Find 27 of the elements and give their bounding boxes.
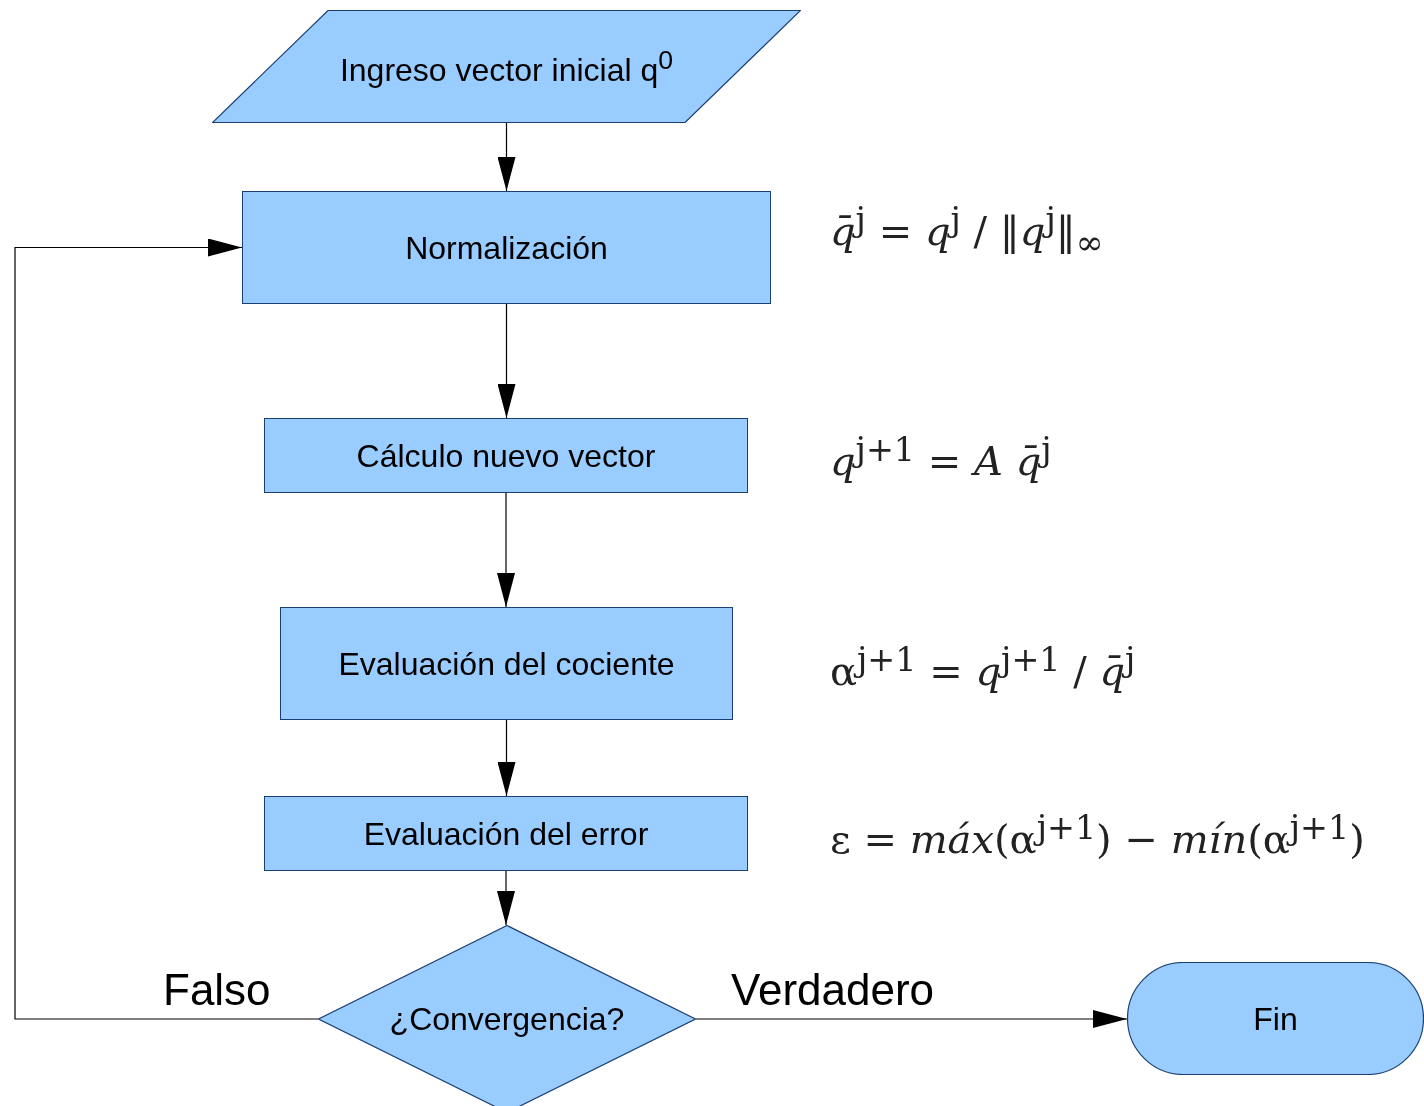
edge-label: Verdadero (730, 966, 936, 1015)
arrow (497, 870, 515, 926)
arrow (695, 1010, 1128, 1028)
decision-text: ¿Convergencia? (389, 1000, 625, 1039)
node-text: Normalización (405, 228, 608, 268)
input-parallelogram (212, 10, 801, 123)
node-text: Evaluación del cociente (338, 644, 675, 684)
formula: q$^{j+1}$ = A q̄$^{j}$ (830, 430, 1052, 485)
arrow (497, 719, 516, 797)
process-box (280, 607, 733, 720)
arrow (497, 303, 516, 419)
node-text: Evaluación del error (363, 814, 649, 854)
formula: ε = máx(α$^{j+1}$) − mín(α$^{j+1}$) (830, 808, 1365, 863)
terminator-shape (1127, 962, 1424, 1075)
process-box (264, 418, 748, 493)
node-text: Cálculo nuevo vector (356, 436, 656, 476)
formula: α$^{j+1}$ = q$^{j+1}$ / q̄$^{j}$ (830, 640, 1136, 695)
process-box (264, 796, 748, 871)
process-box (242, 191, 771, 304)
formula: q̄$^{j}$ = q$^{j}$ / ‖q$^{j}$‖$_{∞}$ (830, 200, 1104, 263)
decision-diamond (318, 925, 696, 1106)
arrow (497, 122, 516, 192)
arrow (14, 238, 319, 1020)
node-text: Ingreso vector inicial q$^{0}$ (339, 43, 674, 90)
node-text: Fin (1253, 999, 1298, 1039)
edge-label: Falso (162, 966, 272, 1015)
arrow (497, 492, 515, 608)
